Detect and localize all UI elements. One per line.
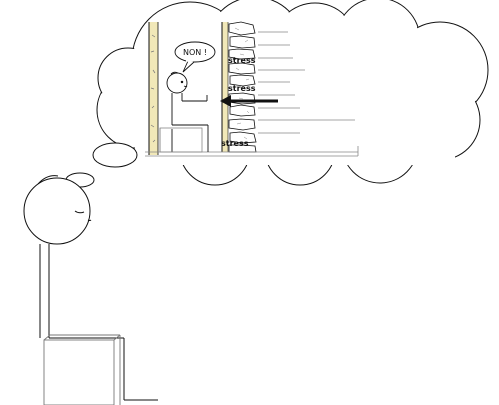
thinking-person [23, 175, 158, 401]
stress-label-1: stress [228, 56, 256, 65]
leader-lines [258, 31, 355, 134]
inner-scene: NON ! stress stress stress [145, 21, 359, 157]
speech-text: NON ! [183, 48, 207, 57]
small-person [166, 71, 209, 152]
small-head [166, 72, 188, 94]
stone-wall [221, 21, 257, 153]
person-head [23, 177, 91, 245]
thought-bubble-large [92, 142, 138, 168]
big-chair [43, 334, 121, 405]
left-wall [148, 22, 159, 155]
thought-bubbles [65, 142, 138, 188]
speech-bubble: NON ! [174, 41, 216, 73]
stress-label-2: stress [228, 84, 256, 93]
pressure-arrow [220, 95, 278, 107]
stress-label-3: stress [221, 139, 249, 148]
small-chair [159, 127, 203, 153]
